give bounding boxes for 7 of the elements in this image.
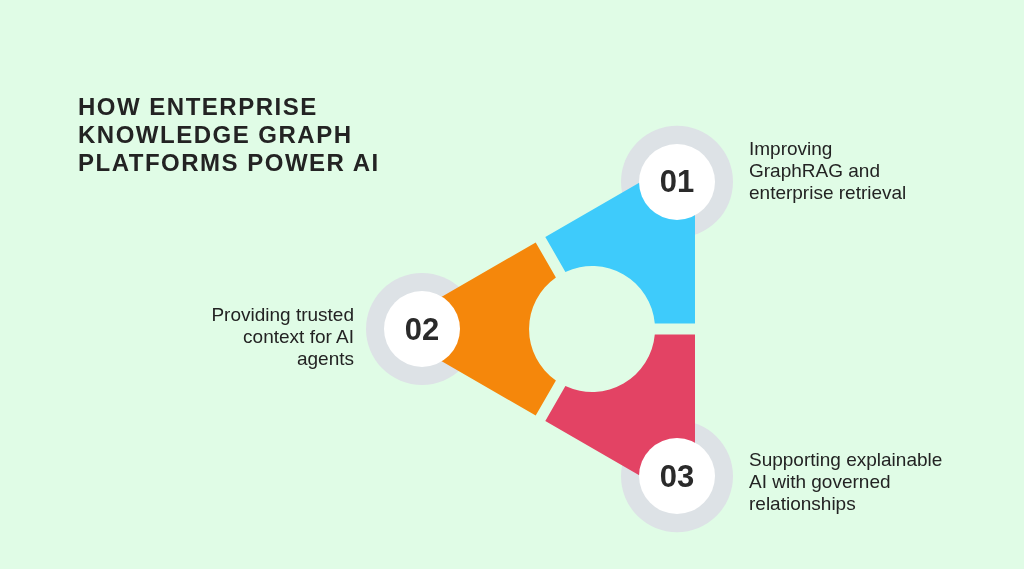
step-description: Supporting explainable AI with governed relationships bbox=[749, 449, 944, 516]
step-number: 01 bbox=[659, 166, 695, 198]
diagram-title: HOW ENTERPRISE KNOWLEDGE GRAPH PLATFORMS POWER AI bbox=[78, 93, 381, 177]
step-description: Improving GraphRAG and enterprise retrieval bbox=[749, 137, 908, 204]
step-number: 03 bbox=[659, 460, 695, 492]
step-number: 02 bbox=[404, 313, 440, 345]
step-description: Providing trusted context for AI agents bbox=[210, 304, 354, 370]
